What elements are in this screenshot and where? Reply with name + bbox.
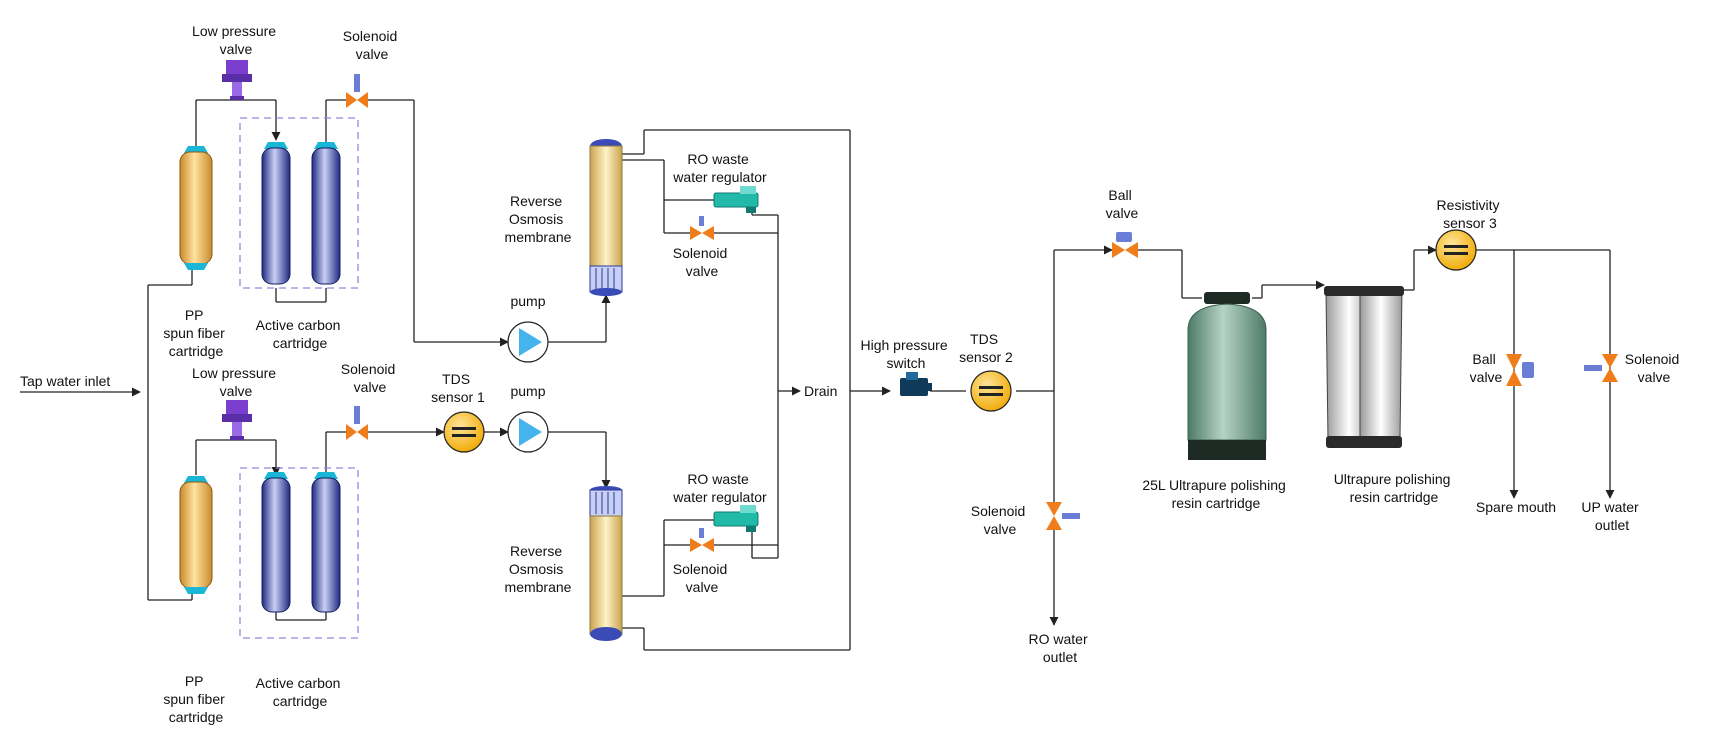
regulator-bottom-label: RO waste water regulator [672,471,767,505]
solenoid-valve-bottom-label: Solenoid valve [341,361,399,395]
solenoid-up-label: Solenoid valve [1625,351,1683,385]
regulator-icon-top [713,186,759,213]
carbon-cartridge-bottom-label: Active carbon cartridge [256,675,345,709]
pump-icon-top [507,321,549,363]
carbon-cartridge-top-2 [311,142,341,285]
ro-membrane-top [589,139,623,296]
low-pressure-valve-icon-bottom [222,400,252,440]
pump-icon-bottom [507,411,549,453]
pipes [20,99,1615,651]
high-pressure-switch-label: High pressure switch [860,337,951,371]
ro-membrane-top-label: Reverse Osmosis membrane [505,193,572,245]
carbon-cartridge-top-label: Active carbon cartridge [256,317,345,351]
solenoid-valve-icon-up [1584,354,1618,382]
low-pressure-valve-icon-top [222,60,252,100]
pp-cartridge-top [179,146,213,270]
ro-membrane-bottom-label: Reverse Osmosis membrane [505,543,572,595]
pp-cartridge-bottom-label: PP spun fiber cartridge [163,673,228,725]
ball-valve-icon-spare [1506,354,1534,386]
low-pressure-valve-top-label: Low pressure valve [192,23,280,57]
ro-water-outlet-label: RO water outlet [1028,631,1091,665]
solenoid-reg-bottom-label: Solenoid valve [673,561,731,595]
tds-sensor-2-icon [970,370,1012,412]
tds-sensor-2-label: TDS sensor 2 [959,331,1013,365]
spare-mouth-label: Spare mouth [1476,499,1556,515]
drain-label: Drain [804,383,837,399]
tds-sensor-1-icon [443,411,485,453]
tds-sensor-1-label: TDS sensor 1 [431,371,485,405]
pp-cartridge-top-label: PP spun fiber cartridge [163,307,228,359]
carbon-cartridge-bottom-2 [311,472,341,613]
resin-polishing-label: Ultrapure polishing resin cartridge [1334,471,1455,505]
solenoid-valve-icon-reg-bottom [690,528,714,552]
high-pressure-switch-icon [900,372,932,396]
solenoid-reg-top-label: Solenoid valve [673,245,731,279]
resistivity-sensor-3-icon [1435,229,1477,271]
pp-cartridge-bottom [179,476,213,594]
ball-valve-spare-label: Ball valve [1470,351,1503,385]
low-pressure-valve-bottom-label: Low pressure valve [192,365,280,399]
carbon-cartridge-bottom-1 [261,472,291,613]
carbon-cartridge-top-1 [261,142,291,285]
regulator-top-label: RO waste water regulator [672,151,767,185]
solenoid-ro-outlet-label: Solenoid valve [971,503,1029,537]
tap-water-inlet-label: Tap water inlet [20,373,110,389]
solenoid-valve-icon-ro-outlet [1046,502,1080,530]
labels: Tap water inlet Low pressure valve Solen… [20,23,1683,725]
solenoid-valve-icon-top [346,74,368,108]
resistivity-sensor-3-label: Resistivity sensor 3 [1437,197,1504,231]
regulator-icon-bottom [713,505,759,532]
resin-cartridge-polishing [1324,286,1404,448]
ball-valve-icon-main [1112,232,1138,258]
ball-valve-main-label: Ball valve [1106,187,1139,221]
pump-bottom-label: pump [510,383,545,399]
pump-top-label: pump [510,293,545,309]
resin-25l-label: 25L Ultrapure polishing resin cartridge [1142,477,1289,511]
up-water-outlet-label: UP water outlet [1581,499,1642,533]
solenoid-valve-icon-reg-top [690,216,714,240]
solenoid-valve-icon-bottom [346,406,368,440]
solenoid-valve-top-label: Solenoid valve [343,28,401,62]
resin-cartridge-25l [1187,292,1267,460]
ro-membrane-bottom [589,486,623,641]
